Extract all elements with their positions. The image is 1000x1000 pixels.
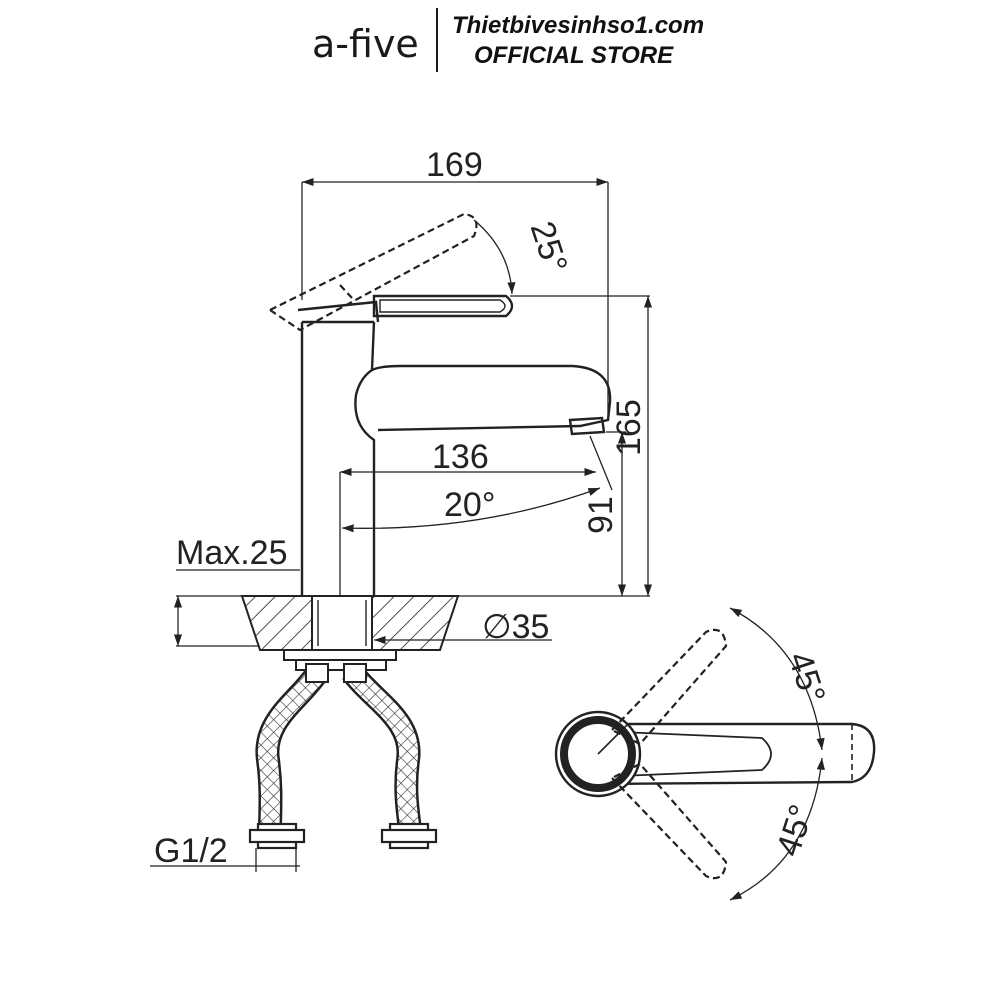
dim-total-height: 165 <box>610 399 648 456</box>
dim-spout-height: 91 <box>582 496 620 534</box>
lever-rotation-positions <box>610 628 728 880</box>
dim-rotation-upper: 45° <box>780 647 832 708</box>
brand-header: a-five Thietbivesinhso1.com OFFICIAL STO… <box>0 0 1000 90</box>
dim-rotation-lower: 45° <box>769 800 821 861</box>
dim-thread-size: G1/2 <box>154 832 228 870</box>
brand-logo: a-five <box>312 22 419 66</box>
flexible-hoses <box>248 663 438 850</box>
store-label: OFFICIAL STORE <box>474 42 674 69</box>
dim-hole-diameter: ∅35 <box>482 608 549 646</box>
faucet-top-view <box>554 710 876 798</box>
dimension-lines <box>150 177 653 872</box>
dim-overall-length: 169 <box>426 146 483 184</box>
header-divider <box>436 8 438 72</box>
dim-max-thickness: Max.25 <box>176 534 288 572</box>
countertop-section <box>240 595 460 671</box>
rotation-dimension-arcs <box>729 607 825 901</box>
store-website: Thietbivesinhso1.com <box>452 12 705 39</box>
dim-spout-reach: 136 <box>432 438 489 476</box>
dim-spout-angle: 20° <box>444 486 495 524</box>
dim-lever-angle: 25° <box>523 217 575 278</box>
faucet-body <box>297 294 612 596</box>
